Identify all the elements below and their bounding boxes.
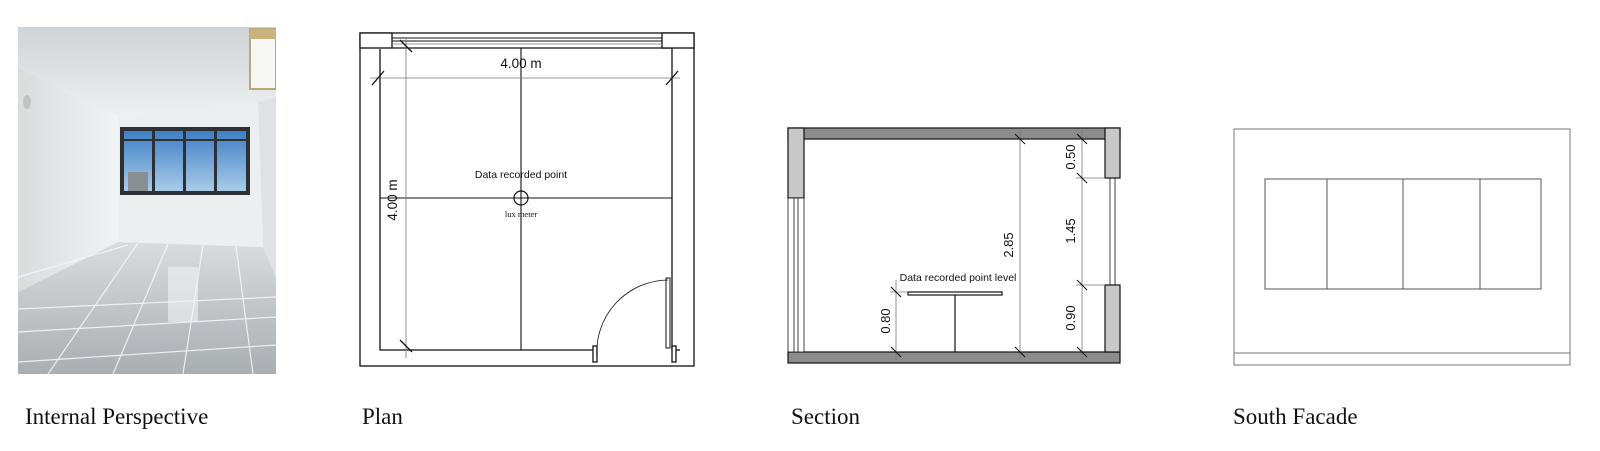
section-roof-slab xyxy=(787,127,1121,140)
plan-depth-dimension: 4.00 m xyxy=(385,179,400,220)
south-facade-drawing xyxy=(1233,128,1571,366)
plan-outer-wall xyxy=(359,32,695,367)
internal-perspective-photo xyxy=(18,27,276,374)
facade-outline xyxy=(1233,128,1571,366)
section-window-height: 1.45 xyxy=(1063,218,1078,243)
plan-inner-wall xyxy=(379,49,595,351)
lux-meter-symbol xyxy=(513,190,529,206)
section-head-height: 0.50 xyxy=(1063,144,1078,169)
plan-drawing: 4.00 m 4.00 m Data recorded point lux me… xyxy=(359,32,695,367)
caption-section: Section xyxy=(791,404,860,429)
caption-internal-perspective: Internal Perspective xyxy=(25,404,209,429)
section-total-height: 2.85 xyxy=(1001,232,1016,257)
section-floor-slab xyxy=(787,351,1121,364)
plan-lux-meter-label: lux meter xyxy=(505,209,538,219)
plan-width-dimension: 4.00 m xyxy=(500,56,541,71)
caption-south-facade: South Facade xyxy=(1233,404,1358,429)
caption-plan: Plan xyxy=(362,404,403,429)
section-desk-height: 0.80 xyxy=(878,308,893,333)
section-drawing: 2.85 0.50 1.45 0.90 0.80 Data recorded p… xyxy=(787,127,1121,364)
section-desk-top xyxy=(907,291,1003,296)
section-point-level-label: Data recorded point level xyxy=(900,272,1017,284)
plan-data-point-label: Data recorded point xyxy=(475,169,567,181)
section-sill-height: 0.90 xyxy=(1063,305,1078,330)
